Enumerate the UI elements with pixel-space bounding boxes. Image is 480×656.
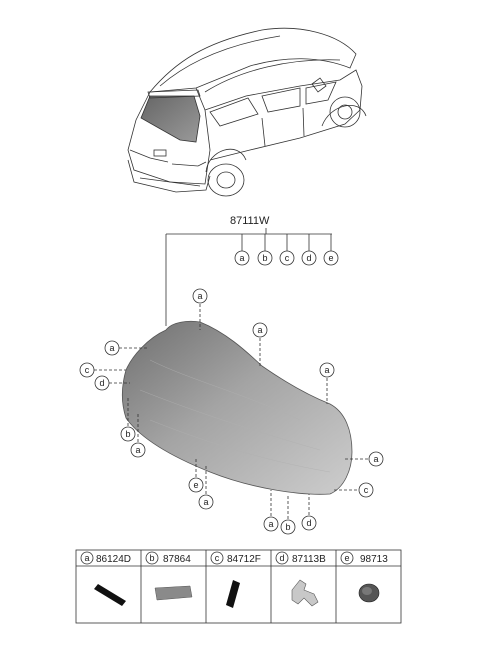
svg-text:87113B: 87113B <box>292 554 326 565</box>
svg-text:b: b <box>285 522 290 532</box>
svg-text:98713: 98713 <box>360 554 388 565</box>
main-part-number: 87111W <box>230 215 270 227</box>
svg-text:a: a <box>257 325 262 335</box>
glass-callout-a-left: a <box>104 340 148 356</box>
glass-callout-a-bottom-left: a <box>198 466 214 510</box>
spacer-strip-icon <box>226 580 240 608</box>
header-callout-b: b <box>257 250 273 266</box>
glass-callout-a-right-top: a <box>319 362 335 404</box>
svg-text:c: c <box>215 553 220 563</box>
svg-text:a: a <box>84 553 89 563</box>
svg-text:a: a <box>268 519 273 529</box>
glass-callout-d-left: d <box>94 375 130 391</box>
svg-text:b: b <box>125 429 130 439</box>
svg-text:d: d <box>306 518 311 528</box>
svg-text:b: b <box>262 253 267 263</box>
svg-text:a: a <box>239 253 244 263</box>
legend-cell-e: e 98713 <box>340 551 388 603</box>
legend-cell-c: c 84712F <box>210 551 261 608</box>
svg-text:86124D: 86124D <box>96 554 131 565</box>
svg-text:a: a <box>135 445 140 455</box>
glass-callout-a-bottom: a <box>263 490 279 532</box>
glass-texture <box>139 359 331 473</box>
glass-callout-a-top: a <box>192 288 208 330</box>
svg-text:b: b <box>149 553 154 563</box>
svg-text:d: d <box>306 253 311 263</box>
glass-callout-a-right: a <box>345 451 384 467</box>
glass-callout-b-bottom: b <box>280 494 296 535</box>
svg-text:e: e <box>193 480 198 490</box>
svg-text:a: a <box>203 497 208 507</box>
svg-text:c: c <box>85 365 90 375</box>
legend-cell-d: d 87113B <box>275 551 326 607</box>
header-callout-e: e <box>323 250 339 266</box>
svg-text:a: a <box>324 365 329 375</box>
svg-text:84712F: 84712F <box>227 554 261 565</box>
foam-pad-icon <box>154 585 193 601</box>
legend-cell-a: a 86124D <box>80 551 131 606</box>
leader-tree <box>165 228 332 326</box>
svg-text:d: d <box>99 378 104 388</box>
svg-text:d: d <box>279 553 284 563</box>
tape-strip-icon <box>94 584 126 606</box>
svg-text:a: a <box>373 454 378 464</box>
legend-cell-b: b 87864 <box>145 551 193 601</box>
header-callout-a: a <box>234 250 250 266</box>
svg-text:c: c <box>364 485 369 495</box>
glass-callout-e-bottom: e <box>188 458 204 493</box>
header-callout-c: c <box>279 250 295 266</box>
vehicle-illustration <box>127 27 367 197</box>
svg-text:a: a <box>197 291 202 301</box>
glass-callout-c-right: c <box>334 482 374 498</box>
glass-callout-a-center: a <box>252 322 268 366</box>
header-callout-d: d <box>301 250 317 266</box>
svg-text:c: c <box>285 253 290 263</box>
glass-callout-d-bottom: d <box>301 494 317 531</box>
svg-text:e: e <box>328 253 333 263</box>
grommet-icon <box>358 583 380 603</box>
svg-text:a: a <box>109 343 114 353</box>
svg-text:e: e <box>344 553 349 563</box>
glass-callout-c-left: c <box>79 362 126 378</box>
glass-callout-a-lower-left: a <box>130 414 146 458</box>
rear-glass <box>121 320 353 495</box>
glass-callout-b-left: b <box>120 398 136 442</box>
bracket-icon <box>291 579 319 607</box>
svg-text:87864: 87864 <box>163 554 191 565</box>
